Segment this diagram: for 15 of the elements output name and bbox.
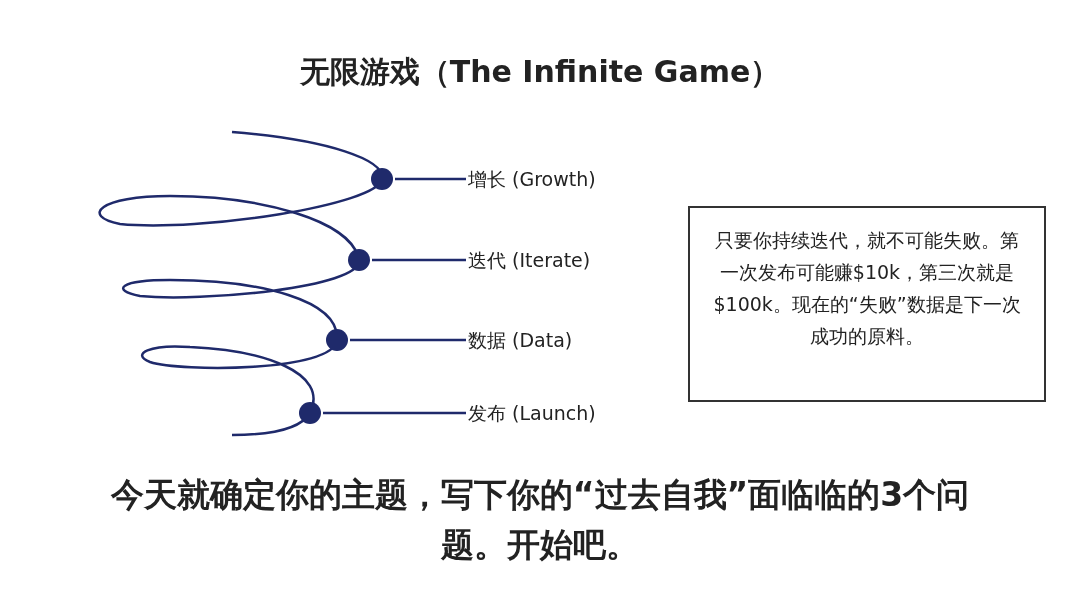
dot-marker bbox=[299, 402, 321, 424]
text-box: 只要你持续迭代，就不可能失败。第一次发布可能赚$10k，第三次就是$100k。现在的“失败”数据是下一次成功的原料。 bbox=[688, 206, 1046, 402]
caption-text: 今天就确定你的主题，写下你的“过去自我”面临临的3个问题。开始吧。 bbox=[109, 474, 971, 566]
dot-marker bbox=[371, 168, 393, 190]
node-label: 增长 (Growth) bbox=[468, 167, 628, 191]
leader-line bbox=[372, 258, 466, 262]
node-label: 发布 (Launch) bbox=[468, 401, 628, 425]
leader-line bbox=[323, 411, 466, 415]
node-label: 迭代 (Iterate) bbox=[468, 248, 628, 272]
dot-marker bbox=[326, 329, 348, 351]
node-label: 数据 (Data) bbox=[468, 328, 628, 352]
leader-line bbox=[350, 338, 466, 342]
leader-line bbox=[395, 177, 466, 181]
dot-marker bbox=[348, 249, 370, 271]
title-text: 无限游戏（The Infinite Game） bbox=[298, 53, 782, 91]
